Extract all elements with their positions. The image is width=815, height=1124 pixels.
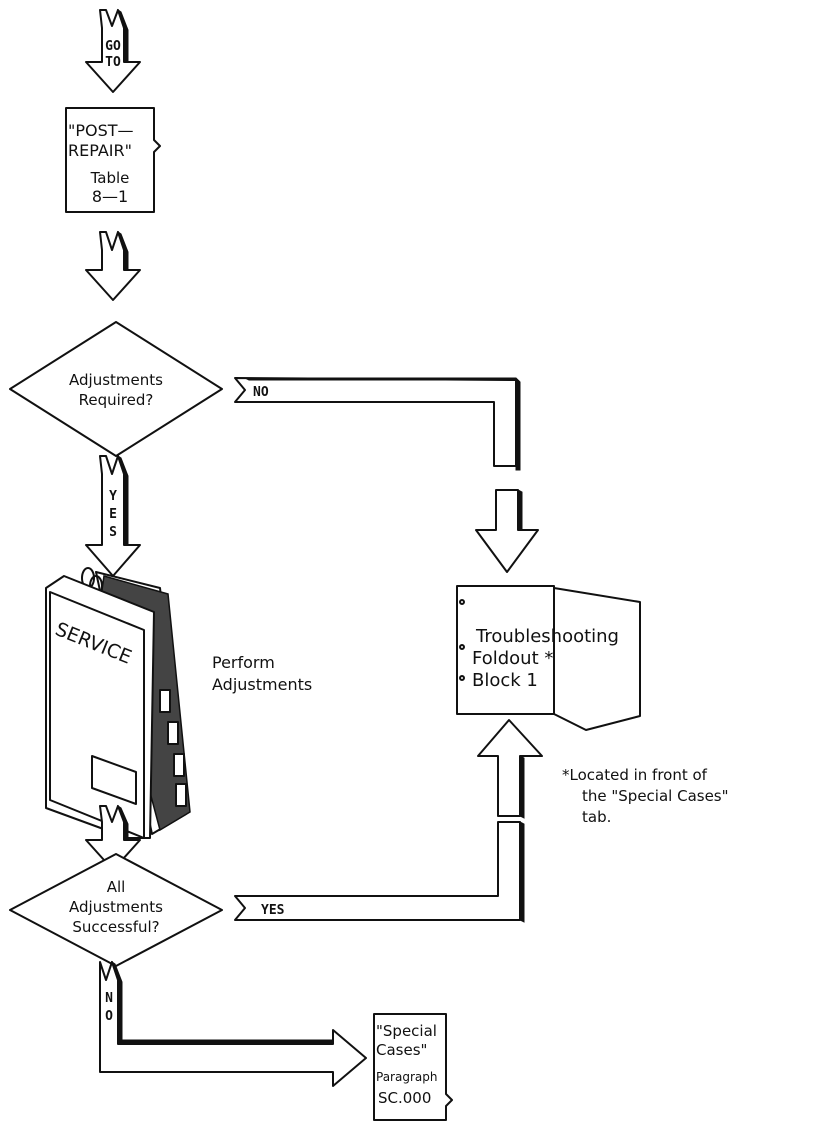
- down-arrow-foldout: [475, 489, 539, 573]
- yes-branch-label: YES: [261, 903, 285, 918]
- decision-adjust-line1: Adjustments: [69, 371, 163, 389]
- no-arrow-letter-n: N: [105, 991, 113, 1006]
- troubleshooting-foldout-card: Troubleshooting Foldout * Block 1: [456, 585, 641, 731]
- footnote-line3: tab.: [582, 808, 611, 826]
- down-arrow-1: [85, 230, 141, 301]
- post-repair-card: "POST— REPAIR" Table 8—1: [65, 107, 161, 213]
- foldout-line1: Troubleshooting: [475, 626, 619, 647]
- no-arrow-path: N O: [99, 960, 367, 1087]
- footnote-line1: *Located in front of: [562, 766, 708, 784]
- yes-arrow: Y E S: [85, 454, 141, 577]
- goto-arrow-line2: TO: [105, 55, 121, 70]
- special-cases-card: "Special Cases" Paragraph SC.000: [373, 1013, 453, 1121]
- special-cases-line1: "Special: [376, 1022, 437, 1040]
- decision-adjust-line2: Required?: [79, 391, 154, 409]
- yes-arrow-letter-s: S: [109, 525, 117, 540]
- down-arrow-2: [85, 804, 141, 871]
- special-cases-line4: SC.000: [378, 1089, 431, 1107]
- decision-success-line1: All: [107, 878, 126, 896]
- perform-line1: Perform: [212, 653, 275, 672]
- special-cases-line2: Cases": [376, 1041, 427, 1059]
- decision-adjustments-required: Adjustments Required?: [9, 321, 223, 457]
- up-arrow-foldout: [477, 719, 543, 819]
- post-repair-line1: "POST—: [68, 121, 134, 140]
- post-repair-line3: Table: [90, 169, 130, 187]
- no-branch-path: NO: [234, 377, 521, 471]
- service-manual-icon: SERVICE: [45, 567, 191, 839]
- footnote: *Located in front of the "Special Cases"…: [562, 766, 729, 826]
- yes-arrow-letter-y: Y: [109, 489, 117, 504]
- perform-line2: Adjustments: [212, 675, 312, 694]
- goto-arrow-line1: GO: [105, 39, 121, 54]
- yes-branch-path: YES: [234, 821, 525, 923]
- yes-arrow-letter-e: E: [109, 507, 117, 522]
- perform-adjustments-label: Perform Adjustments: [212, 653, 312, 694]
- foldout-line2: Foldout *: [472, 648, 553, 669]
- foldout-line3: Block 1: [472, 670, 538, 691]
- decision-adjustments-successful: All Adjustments Successful?: [9, 853, 223, 967]
- footnote-line2: the "Special Cases": [582, 787, 729, 805]
- decision-success-line3: Successful?: [72, 918, 159, 936]
- goto-arrow: GO TO: [85, 8, 141, 93]
- post-repair-line2: REPAIR": [68, 141, 132, 160]
- no-arrow-letter-o: O: [105, 1009, 113, 1024]
- no-branch-label: NO: [253, 385, 269, 400]
- post-repair-line4: 8—1: [92, 187, 128, 206]
- special-cases-line3: Paragraph: [376, 1070, 437, 1084]
- decision-success-line2: Adjustments: [69, 898, 163, 916]
